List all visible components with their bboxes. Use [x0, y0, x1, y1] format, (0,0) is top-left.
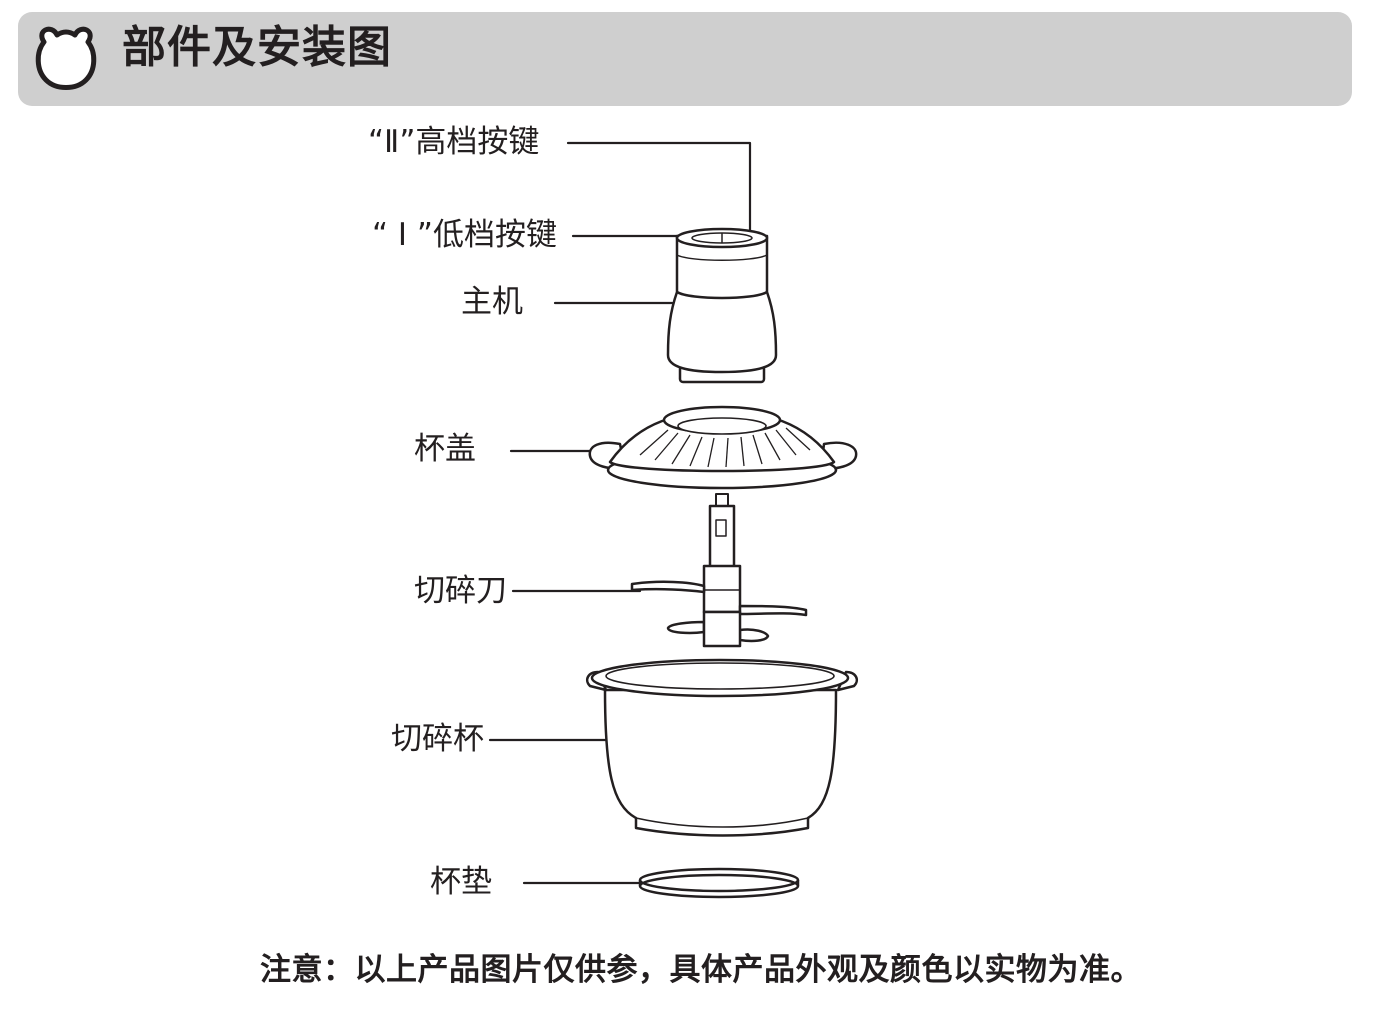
motor-unit-illustration: [666, 227, 778, 384]
disclaimer-note: 注意：以上产品图片仅供参，具体产品外观及颜色以实物为准。: [260, 952, 1142, 988]
blade-illustration: [630, 493, 808, 648]
label-motor-unit: 主机: [461, 284, 523, 320]
section-header-bar: [18, 12, 1352, 106]
label-bowl: 切碎杯: [391, 721, 484, 757]
bear-face-icon: [35, 26, 97, 90]
page-title: 部件及安装图: [122, 22, 392, 73]
leader-line-high-button: [566, 141, 752, 237]
label-lid: 杯盖: [414, 431, 476, 467]
label-blade: 切碎刀: [414, 573, 507, 609]
lid-illustration: [588, 405, 858, 490]
base-pad-illustration: [638, 867, 800, 899]
label-base-pad: 杯垫: [430, 864, 492, 900]
label-high-speed-button: “Ⅱ”高档按键: [368, 124, 540, 160]
label-low-speed-button: “ Ⅰ ”低档按键: [372, 217, 557, 253]
bowl-illustration: [586, 658, 858, 837]
